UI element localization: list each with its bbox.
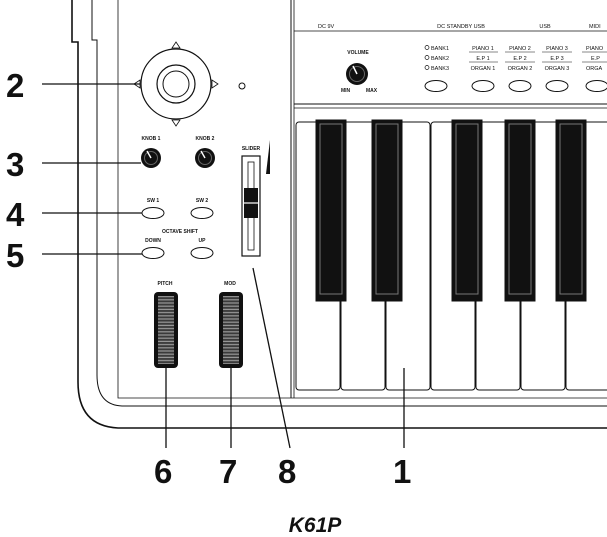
dc-standby-usb-label: DC STANDBY USB — [437, 24, 485, 30]
sound-column-2: PIANO 2 E.P 2 ORGAN 2 — [505, 46, 535, 72]
mod-label: MOD — [224, 281, 236, 287]
svg-text:E.P: E.P — [591, 56, 600, 62]
bank2-label: BANK2 — [431, 56, 449, 62]
black-key[interactable] — [371, 119, 403, 302]
callout-5: 5 — [6, 237, 24, 274]
up-arrow-icon[interactable] — [171, 41, 181, 49]
sound-column-3: PIANO 3 E.P 3 ORGAN 3 — [542, 46, 572, 72]
bank-button[interactable] — [424, 80, 448, 92]
knob-1[interactable]: KNOB 1 — [141, 136, 161, 168]
black-key[interactable] — [451, 119, 483, 302]
knob1-label: KNOB 1 — [142, 136, 161, 142]
callout-8: 8 — [278, 453, 296, 490]
volume-min-label: MIN — [341, 88, 351, 94]
right-arrow-icon[interactable] — [211, 79, 219, 89]
direction-pad[interactable] — [133, 41, 219, 127]
black-key[interactable] — [315, 119, 347, 302]
sound-buttons[interactable] — [424, 80, 607, 92]
sound-button-1[interactable] — [471, 80, 495, 92]
piano-keys[interactable] — [295, 119, 607, 391]
octave-shift[interactable]: OCTAVE SHIFT DOWN UP — [141, 229, 214, 259]
svg-text:ORGA: ORGA — [586, 66, 603, 72]
switch-1[interactable]: SW 1 — [141, 198, 165, 219]
pitch-label: PITCH — [158, 281, 173, 287]
knob-2[interactable]: KNOB 2 — [195, 136, 215, 168]
knob2-label: KNOB 2 — [196, 136, 215, 142]
svg-text:PIANO 2: PIANO 2 — [509, 46, 531, 52]
leader-lines — [42, 83, 405, 449]
indicator-led — [238, 82, 246, 90]
callout-numbers: 2 3 4 5 6 7 8 1 — [6, 67, 411, 490]
svg-text:E.P 2: E.P 2 — [513, 56, 526, 62]
svg-text:PIANO: PIANO — [586, 46, 604, 52]
volume-label: VOLUME — [347, 50, 369, 56]
octave-down-button[interactable] — [141, 247, 165, 259]
mod-wheel[interactable]: MOD — [219, 281, 243, 368]
volume-knob[interactable]: VOLUME MIN MAX — [341, 50, 378, 94]
sw1-label: SW 1 — [147, 198, 159, 204]
svg-text:PIANO 1: PIANO 1 — [472, 46, 494, 52]
callout-1: 1 — [393, 453, 411, 490]
black-key[interactable] — [555, 119, 587, 302]
sound-button-4[interactable] — [585, 80, 607, 92]
rear-connector-labels: DC 9V DC STANDBY USB USB MIDI — [318, 24, 601, 30]
sound-column-1: PIANO 1 E.P 1 ORGAN 1 — [469, 46, 498, 72]
callout-2: 2 — [6, 67, 24, 104]
callout-3: 3 — [6, 146, 24, 183]
svg-text:ORGAN 1: ORGAN 1 — [471, 66, 496, 72]
svg-text:PIANO 3: PIANO 3 — [546, 46, 568, 52]
bank3-label: BANK3 — [431, 66, 449, 72]
callout-6: 6 — [154, 453, 172, 490]
sound-column-4: PIANO E.P ORGA — [582, 46, 607, 72]
slider[interactable]: SLIDER — [241, 140, 270, 257]
sound-button-3[interactable] — [545, 80, 569, 92]
sound-button-2[interactable] — [508, 80, 532, 92]
svg-text:ORGAN 3: ORGAN 3 — [545, 66, 570, 72]
switch-2[interactable]: SW 2 — [190, 198, 214, 219]
dc9v-label: DC 9V — [318, 24, 335, 30]
midi-label: MIDI — [589, 24, 601, 30]
down-arrow-icon[interactable] — [171, 119, 181, 127]
slider-label: SLIDER — [242, 146, 261, 152]
model-caption: K61P — [289, 514, 343, 537]
usb-label: USB — [539, 24, 551, 30]
bank-labels: BANK1 BANK2 BANK3 — [424, 45, 449, 72]
octave-shift-label: OCTAVE SHIFT — [162, 229, 198, 235]
svg-text:E.P 1: E.P 1 — [476, 56, 489, 62]
octave-up-label: UP — [199, 238, 207, 244]
octave-up-button[interactable] — [190, 247, 214, 259]
octave-down-label: DOWN — [145, 238, 161, 244]
sw2-label: SW 2 — [196, 198, 208, 204]
volume-max-label: MAX — [366, 88, 378, 94]
black-key[interactable] — [504, 119, 536, 302]
svg-text:E.P 3: E.P 3 — [550, 56, 563, 62]
keyboard-body — [71, 0, 607, 429]
callout-4: 4 — [6, 196, 25, 233]
pitch-wheel[interactable]: PITCH — [154, 281, 178, 368]
sound-columns: PIANO 1 E.P 1 ORGAN 1 PIANO 2 E.P 2 ORGA… — [469, 46, 607, 72]
bank1-label: BANK1 — [431, 46, 449, 52]
slider-level-wedge — [266, 140, 270, 174]
svg-text:ORGAN 2: ORGAN 2 — [508, 66, 533, 72]
callout-7: 7 — [219, 453, 237, 490]
